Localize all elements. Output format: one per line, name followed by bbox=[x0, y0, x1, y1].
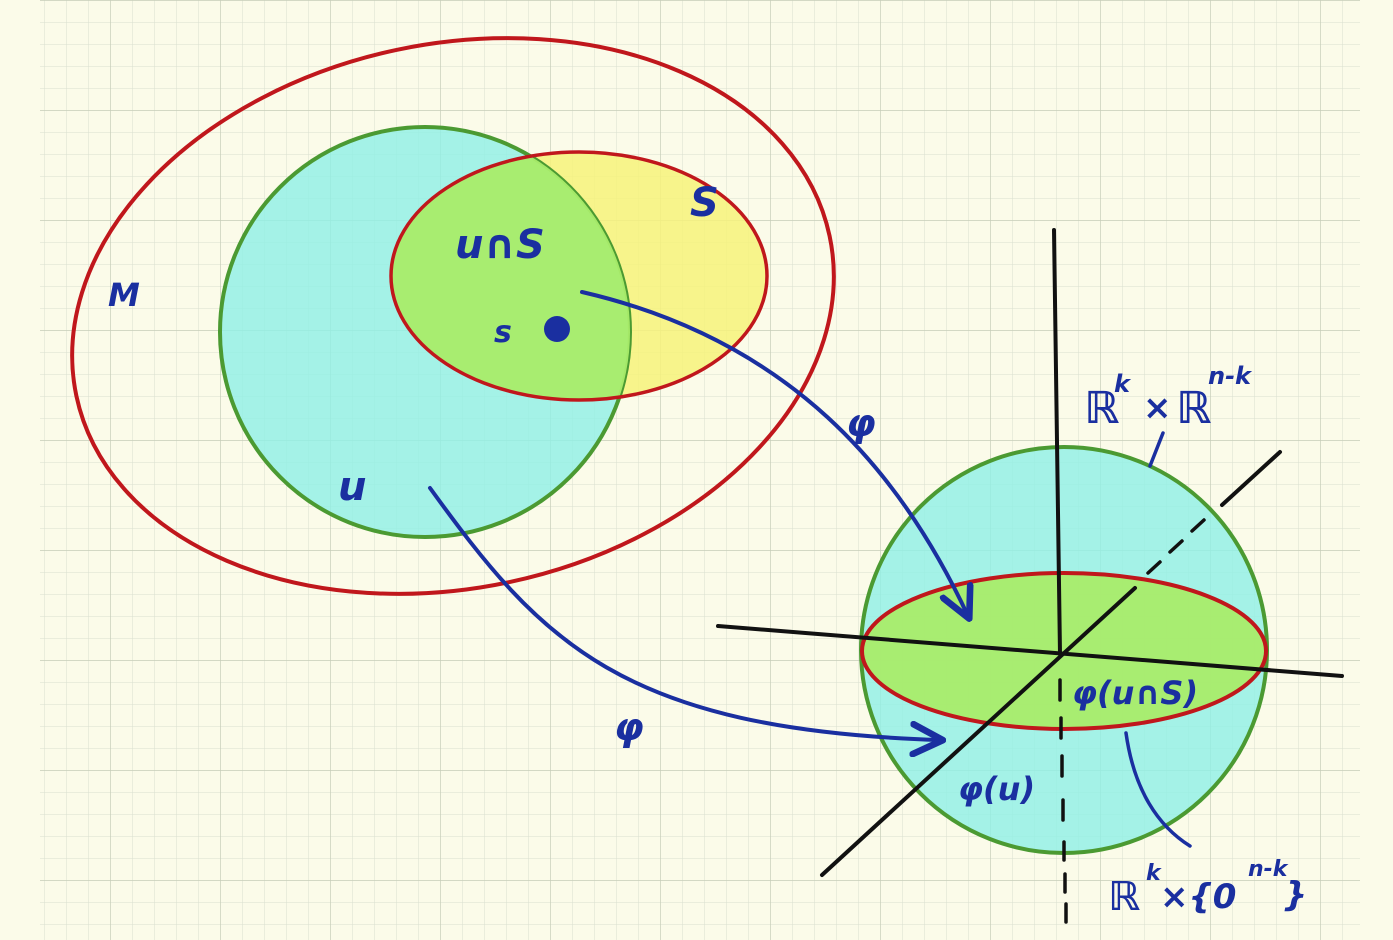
label-ambient-nk: n-k bbox=[1208, 362, 1253, 390]
label-slice-R: ℝ bbox=[1108, 874, 1140, 920]
label-slice-space: ℝ k ×{0 n-k } bbox=[1108, 857, 1307, 920]
label-slice-times-zero: ×{0 bbox=[1160, 877, 1236, 917]
point-s-dot bbox=[544, 316, 570, 342]
label-ambient-space: ℝ k × ℝ n-k bbox=[1084, 362, 1253, 434]
label-s: s bbox=[494, 315, 512, 350]
pointer-ambient-space bbox=[1148, 431, 1165, 468]
label-u: u bbox=[338, 464, 366, 510]
label-phi-top: φ bbox=[846, 401, 876, 445]
coordinate-axes bbox=[716, 228, 1344, 924]
axis-diagonal bbox=[820, 586, 1137, 877]
label-slice-brace: } bbox=[1283, 875, 1307, 915]
axis-horizontal bbox=[716, 624, 1344, 678]
label-phi-u-cap-S: φ(u∩S) bbox=[1072, 674, 1198, 712]
label-phi-bottom: φ bbox=[614, 705, 644, 749]
submanifold-S-boundary bbox=[389, 150, 769, 402]
label-ambient-R1: ℝ bbox=[1084, 383, 1120, 434]
label-ambient-times: × bbox=[1143, 388, 1172, 428]
axis-diagonal-dashed bbox=[1146, 518, 1206, 575]
label-phi-u: φ(u) bbox=[958, 770, 1035, 808]
intersection-u-S-region bbox=[391, 152, 630, 400]
label-slice-nk: n-k bbox=[1248, 857, 1289, 882]
label-u-cap-S: u∩S bbox=[455, 222, 545, 268]
axis-vertical-dashed bbox=[1058, 678, 1068, 924]
label-slice-k: k bbox=[1146, 861, 1162, 886]
label-ambient-k: k bbox=[1114, 370, 1132, 398]
label-ambient-R2: ℝ bbox=[1176, 383, 1212, 434]
label-M: M bbox=[108, 276, 140, 314]
pointer-slice-space bbox=[1124, 731, 1192, 848]
axis-vertical bbox=[1052, 228, 1062, 656]
map-phi-arrow-top bbox=[580, 290, 968, 616]
manifold-M-boundary bbox=[70, 36, 836, 596]
axis-diagonal-far bbox=[1220, 450, 1282, 507]
map-phi-arrow-bottom bbox=[428, 486, 940, 740]
label-S: S bbox=[690, 180, 719, 226]
